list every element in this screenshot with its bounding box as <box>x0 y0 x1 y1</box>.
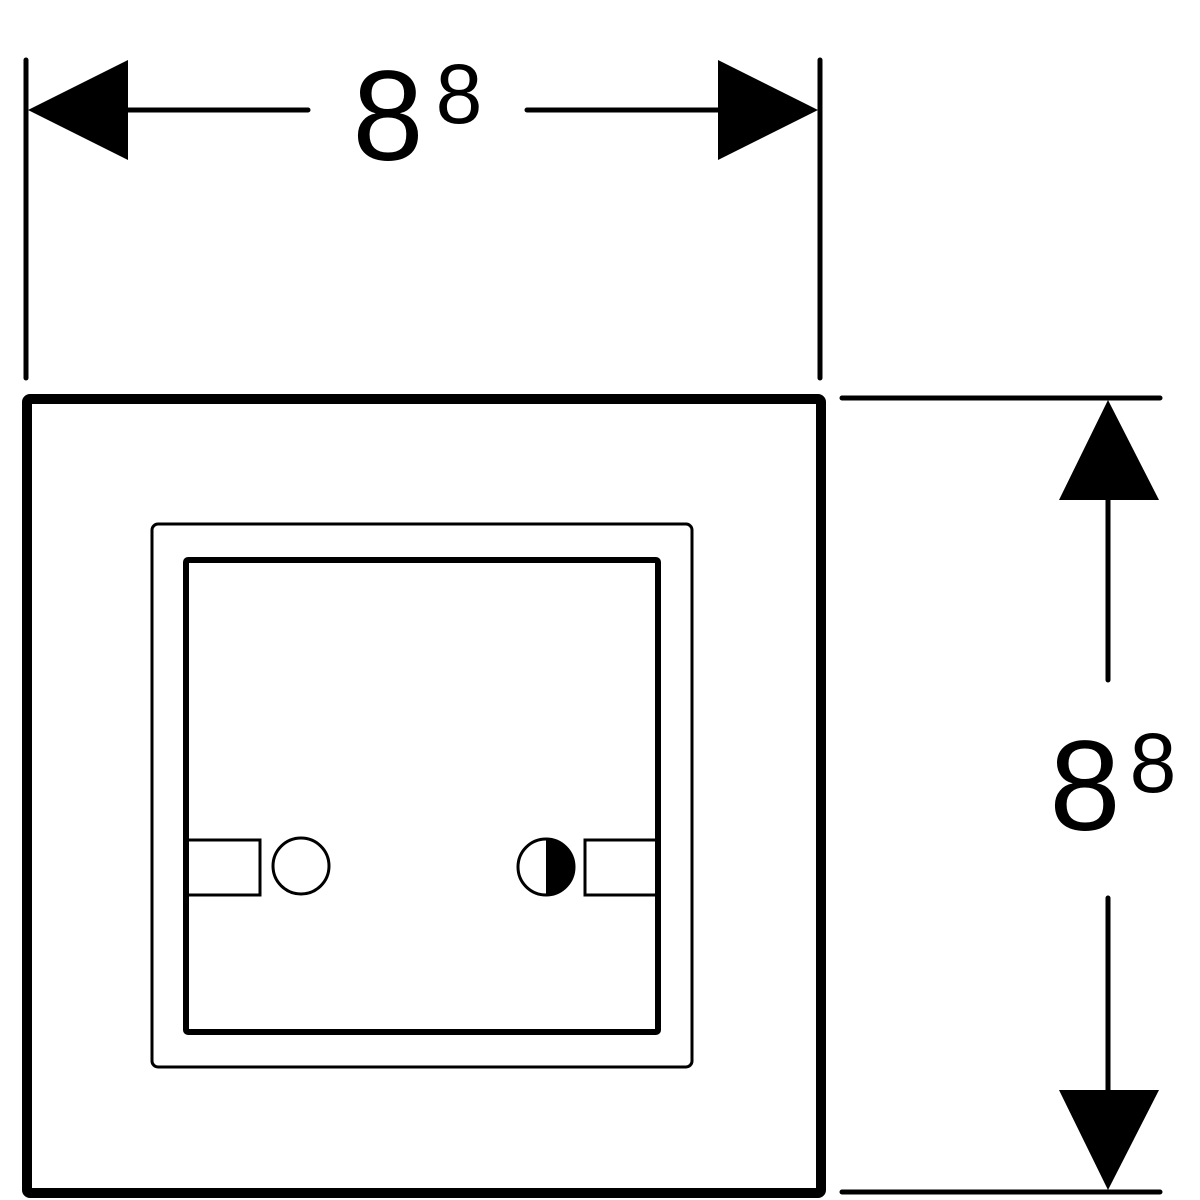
left-button-indicator <box>185 838 262 897</box>
width-dimension-value: 8 <box>352 45 423 188</box>
circle-icon <box>271 836 331 896</box>
height-arrow-up-icon <box>1059 400 1159 500</box>
middle-frame <box>150 522 694 1069</box>
right-button-indicator <box>583 838 660 897</box>
half-filled-circle-icon <box>516 837 576 897</box>
width-arrow-left-icon <box>28 60 128 160</box>
height-arrow-down-icon <box>1059 1090 1159 1190</box>
width-dimension-superscript: 8 <box>436 47 483 141</box>
height-dimension-value: 8 <box>1049 715 1120 858</box>
height-dimension: 8 8 <box>839 395 1177 1195</box>
inner-panel <box>183 557 661 1035</box>
outer-plate-frame <box>22 394 826 1198</box>
height-dimension-superscript: 8 <box>1130 716 1177 810</box>
width-dimension: 8 8 <box>23 45 823 381</box>
width-arrow-right-icon <box>718 60 818 160</box>
